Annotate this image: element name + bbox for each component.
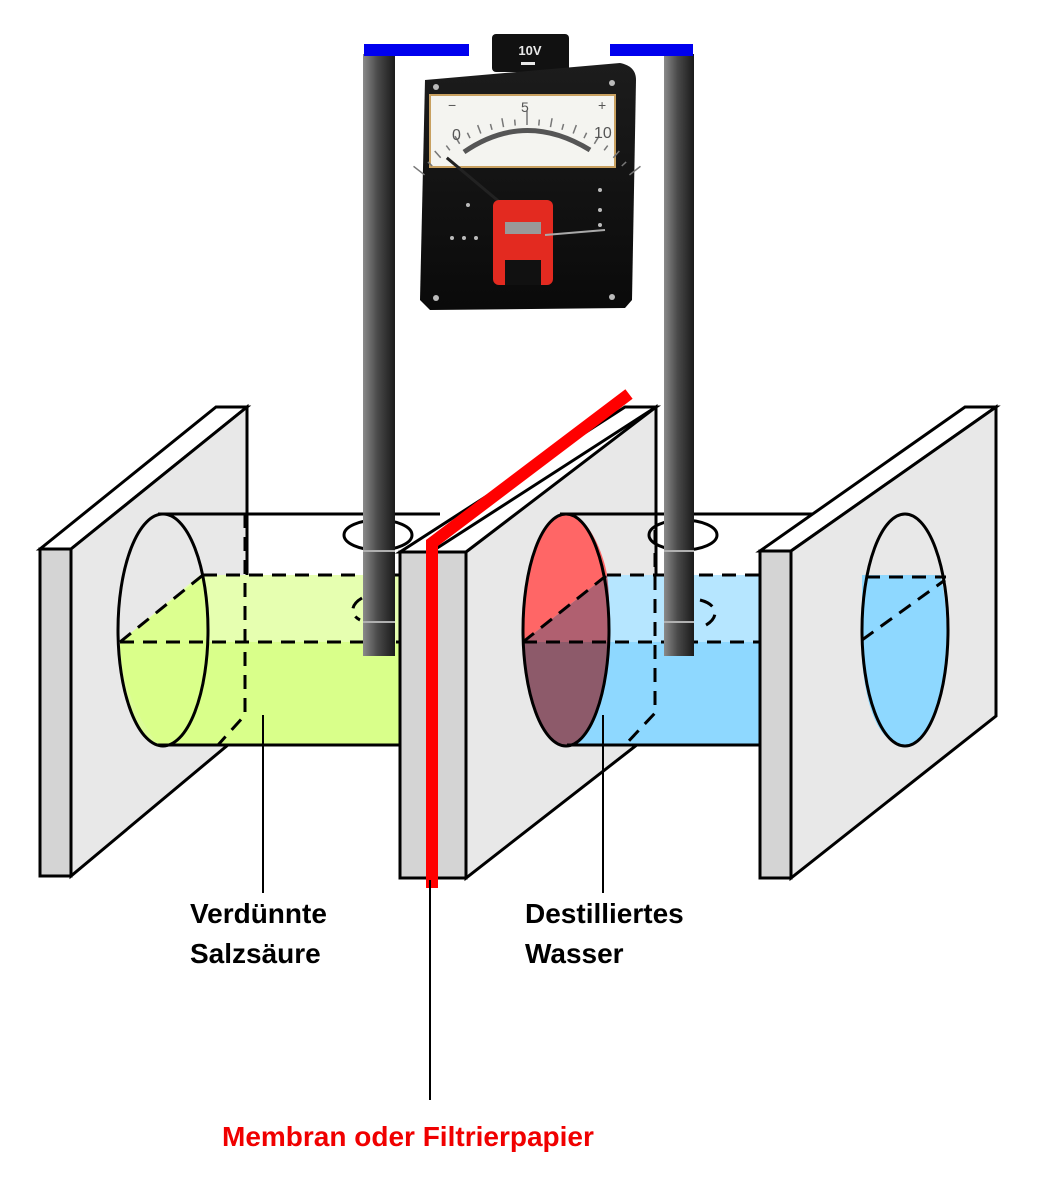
right-chamber-label-line1: Destilliertes xyxy=(525,898,684,929)
voltmeter-tick xyxy=(583,132,588,139)
voltmeter-tick xyxy=(434,150,442,159)
voltmeter-tick xyxy=(628,165,641,176)
left-chamber-label-line1: Verdünnte xyxy=(190,898,327,929)
voltmeter-tick xyxy=(413,165,426,176)
voltmeter-tick xyxy=(513,119,516,126)
acid-opening-liquid xyxy=(120,575,209,745)
membrane-window-bottom xyxy=(523,642,608,745)
voltmeter-range-label: 10V xyxy=(518,43,541,58)
voltmeter-tick xyxy=(466,132,471,139)
right-opening-water xyxy=(862,575,947,745)
left-wire xyxy=(364,44,469,56)
voltmeter-tick xyxy=(561,123,565,130)
voltmeter-scale-arc xyxy=(462,128,592,155)
right-chamber-label-line2: Wasser xyxy=(525,938,624,969)
right-wire xyxy=(610,44,693,56)
voltmeter-tick xyxy=(476,124,482,134)
right-chamber xyxy=(521,512,820,748)
voltmeter-tick xyxy=(621,161,627,167)
voltmeter-minus: − xyxy=(448,97,456,113)
left-electrode xyxy=(363,54,395,656)
voltmeter-tick xyxy=(538,119,541,126)
right-end-panel xyxy=(755,404,1001,882)
membrane-window xyxy=(521,512,611,748)
voltmeter-tick xyxy=(612,150,620,159)
membrane-strip xyxy=(426,389,633,888)
voltmeter-tick xyxy=(501,118,505,128)
voltmeter-tick xyxy=(593,135,600,145)
voltmeter-tick xyxy=(454,135,461,145)
scale-label-0: 0 xyxy=(452,127,461,144)
water-liquid-lower xyxy=(570,642,760,745)
left-chamber-label-line2: Salzsäure xyxy=(190,938,321,969)
voltmeter-tick xyxy=(572,124,578,134)
voltmeter-ticks xyxy=(413,111,641,176)
left-panel-side xyxy=(38,547,73,878)
right-opening xyxy=(860,512,950,748)
voltmeter-tick xyxy=(427,161,433,167)
voltmeter-tick xyxy=(445,145,451,151)
voltmeter: 10V − + 0 5 10 xyxy=(413,34,641,310)
voltmeter-tick xyxy=(603,145,609,151)
membrane-label: Membran oder Filtrierpapier xyxy=(222,1121,594,1152)
right-panel-side xyxy=(758,549,793,880)
right-electrode xyxy=(664,54,694,656)
voltmeter-tick xyxy=(489,123,493,130)
voltmeter-range-cap xyxy=(492,34,569,72)
voltmeter-plus: + xyxy=(598,97,606,113)
voltmeter-tick xyxy=(549,118,553,128)
scale-label-5: 5 xyxy=(521,99,529,115)
membrane-window-top xyxy=(523,514,607,642)
left-chamber xyxy=(116,512,440,748)
scale-label-10: 10 xyxy=(594,125,612,142)
